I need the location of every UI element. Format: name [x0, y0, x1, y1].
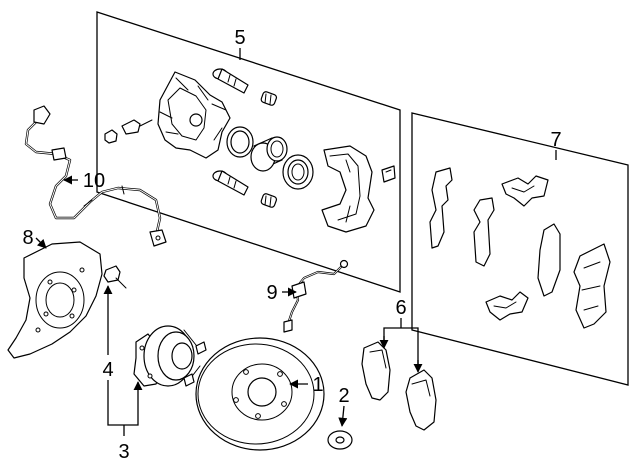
piston-dust-boot — [282, 154, 314, 190]
bleeder-screw — [104, 119, 153, 144]
pin-boot-upper — [260, 91, 278, 106]
callout-9: 9 — [266, 282, 277, 304]
callout-10: 10 — [83, 170, 105, 192]
shim-right — [573, 243, 611, 329]
washer — [327, 430, 353, 450]
pin-boot-lower — [260, 193, 278, 208]
pad-clip-lower — [485, 291, 529, 321]
callout-6: 6 — [395, 297, 406, 319]
splash-shield — [7, 241, 103, 359]
brake-pad-inner — [361, 341, 391, 401]
hardware-panel — [411, 112, 629, 386]
guide-pin-lower — [212, 170, 249, 196]
pad-clip-upper — [501, 175, 549, 207]
shim-left — [429, 167, 453, 249]
shim-center-right — [537, 223, 561, 297]
piston-seal — [226, 126, 254, 158]
caliper-piston — [250, 136, 288, 172]
hub-bearing — [133, 325, 207, 387]
callout-4: 4 — [102, 359, 113, 381]
callout-7: 7 — [550, 129, 561, 151]
brake-rotor — [195, 337, 325, 451]
callout-3: 3 — [118, 441, 129, 463]
callout-2: 2 — [338, 385, 349, 407]
caliper-bracket — [321, 145, 375, 233]
guide-pin-upper — [212, 68, 249, 94]
abs-sensor — [24, 105, 167, 247]
brake-hose — [283, 259, 349, 333]
leader-lines — [35, 48, 557, 436]
hub-bolt — [103, 265, 127, 289]
callout-1: 1 — [312, 374, 323, 396]
caliper-housing — [157, 71, 231, 159]
callout-labels: 5 7 10 8 4 3 1 2 9 6 — [22, 27, 561, 463]
callout-8: 8 — [22, 227, 33, 249]
brake-pad-outer — [405, 369, 437, 431]
shim-center-left — [473, 197, 495, 267]
callout-5: 5 — [234, 27, 245, 49]
bracket-clip — [381, 165, 396, 183]
